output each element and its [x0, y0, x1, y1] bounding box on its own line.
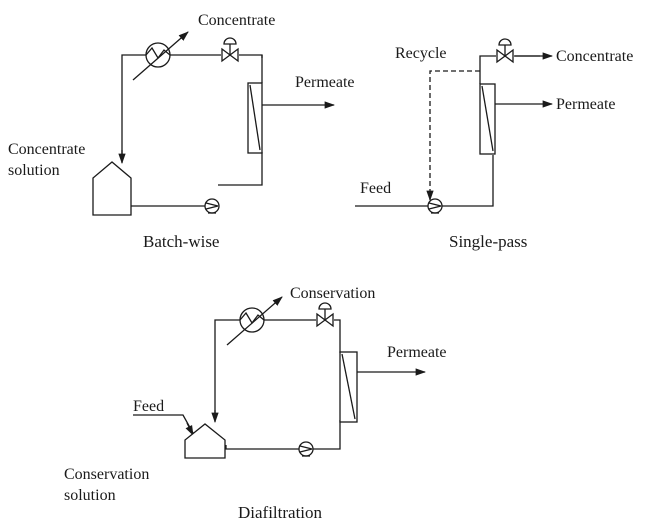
- dia-exchanger-arrow: [226, 296, 283, 346]
- diafiltration-diagram: Conservation Permeate Feed Conservation …: [64, 285, 447, 522]
- single-feed-label: Feed: [360, 180, 391, 197]
- dia-tank-label-1: Conservation: [64, 466, 149, 483]
- dia-heat-exchanger: [239, 307, 265, 333]
- single-recycle-label: Recycle: [395, 45, 447, 62]
- batch-loop-line: [218, 152, 263, 186]
- batch-valve: [221, 37, 239, 63]
- single-valve: [496, 38, 514, 64]
- batch-tank-label-2: solution: [8, 162, 60, 179]
- batch-concentrate-label: Concentrate: [198, 12, 275, 29]
- single-permeate-label: Permeate: [556, 96, 616, 113]
- batch-top-line: [121, 54, 263, 160]
- single-pass-diagram: Recycle Concentrate Permeate Feed Single…: [355, 38, 633, 251]
- dia-caption: Diafiltration: [238, 503, 323, 522]
- batch-heat-exchanger: [145, 42, 171, 68]
- dia-tank: [184, 423, 226, 459]
- dia-pump: [298, 441, 314, 457]
- batch-wise-diagram: Concentrate Permeate Concentrate solutio…: [8, 12, 355, 251]
- single-pump: [427, 198, 443, 214]
- dia-top-line: [214, 319, 341, 420]
- dia-permeate-label: Permeate: [387, 344, 447, 361]
- single-concentrate-label: Concentrate: [556, 48, 633, 65]
- dia-feed-label: Feed: [133, 398, 164, 415]
- batch-tank: [92, 161, 132, 216]
- single-pump-to-module: [442, 155, 494, 207]
- batch-membrane-line: [249, 84, 261, 151]
- batch-pump: [204, 198, 220, 214]
- batch-tank-label-1: Concentrate: [8, 141, 85, 158]
- dia-feed-line: [133, 414, 194, 434]
- batch-caption: Batch-wise: [143, 232, 219, 251]
- dia-membrane-line: [341, 353, 356, 420]
- dia-pump-to-tank: [225, 445, 299, 450]
- dia-module-to-pump: [313, 420, 341, 450]
- batch-exchanger-arrow: [132, 31, 189, 81]
- single-caption: Single-pass: [449, 232, 527, 251]
- dia-tank-label-2: solution: [64, 487, 116, 504]
- dia-conservation-label: Conservation: [290, 285, 375, 302]
- batch-permeate-label: Permeate: [295, 74, 355, 91]
- single-membrane-line: [481, 85, 494, 152]
- single-recycle-line: [429, 70, 480, 190]
- dia-valve: [316, 302, 334, 328]
- dia-feed-arrow: [185, 422, 194, 436]
